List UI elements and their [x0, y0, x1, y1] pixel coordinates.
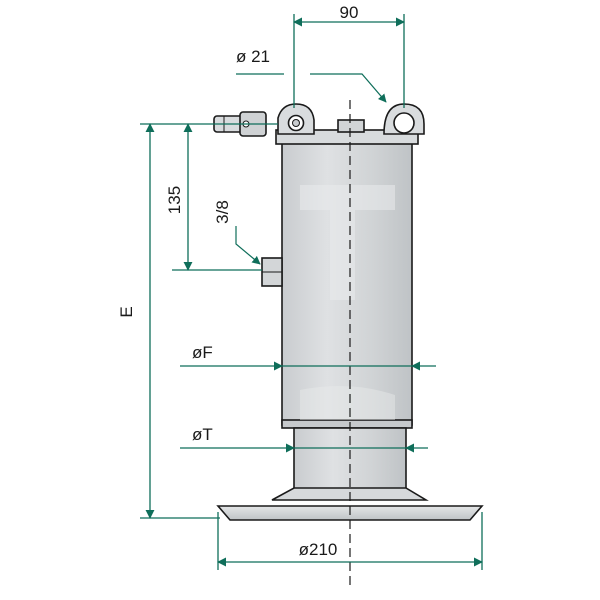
dimension-90: 90 — [293, 3, 405, 108]
dim-E-label: E — [117, 306, 136, 317]
jack-body-group — [213, 100, 484, 590]
dim-dia-21-label: ø 21 — [236, 47, 270, 66]
dimension-dia-21: ø 21 — [236, 47, 387, 103]
dim-90-label: 90 — [340, 3, 359, 22]
right-eye-hole — [393, 112, 415, 134]
dimension-135: 135 — [165, 123, 278, 271]
outer-tube-bottom-rim — [281, 419, 413, 429]
watermark-shape-2 — [300, 386, 395, 420]
dimension-dia-T: øT — [180, 425, 428, 453]
dimension-3-8: 3/8 — [213, 200, 261, 265]
dim-dia-F-label: øF — [192, 343, 213, 362]
left-mounting-eye — [277, 103, 315, 135]
dimension-E: E — [117, 123, 220, 519]
dim-135-label: 135 — [165, 186, 184, 214]
dimension-dia-210: ø210 — [217, 512, 483, 570]
dim-dia-210-label: ø210 — [299, 540, 338, 559]
right-mounting-eye — [383, 103, 425, 135]
hydraulic-port-fitting — [261, 257, 283, 287]
foot-collar — [271, 487, 429, 501]
dimension-dia-F: øF — [180, 343, 436, 371]
dim-3-8-label: 3/8 — [213, 200, 232, 224]
watermark-shape — [300, 185, 395, 300]
dim-dia-T-label: øT — [192, 425, 213, 444]
top-nut — [337, 119, 365, 133]
